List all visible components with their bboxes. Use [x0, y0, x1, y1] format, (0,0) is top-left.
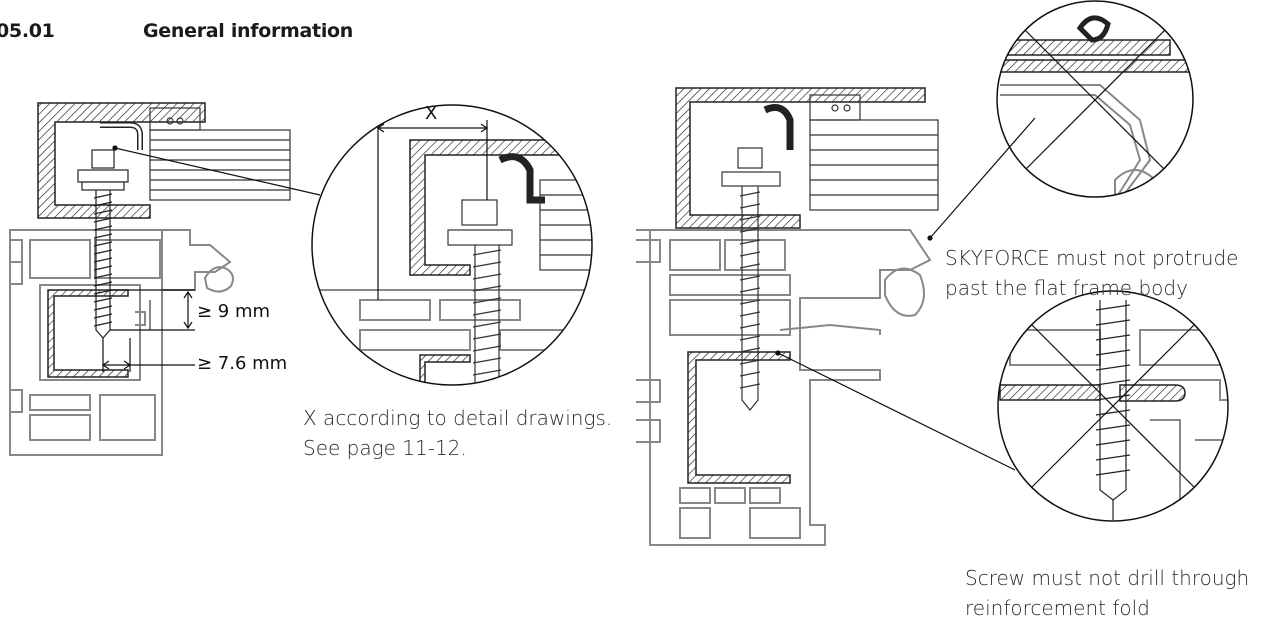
caption-drill: Screw must not drill through reinforceme… — [965, 563, 1249, 623]
caption-drill-line1: Screw must not drill through — [965, 566, 1250, 590]
section-title: General information — [143, 20, 354, 42]
left-detail-drawing — [9, 102, 321, 456]
dimension-label-x: X — [425, 103, 438, 124]
detail-circle-protrude — [996, 0, 1194, 198]
section-number: 05.01 — [0, 20, 55, 42]
caption-protrude-line2: past the flat frame body — [945, 276, 1188, 300]
caption-x-note: X according to detail drawings. See page… — [303, 403, 612, 463]
caption-protrude-line1: SKYFORCE must not protrude — [945, 246, 1239, 270]
dimension-label-7-6mm: ≥ 7.6 mm — [197, 353, 288, 374]
dimension-label-9mm: ≥ 9 mm — [197, 301, 271, 322]
caption-x-note-line1: X according to detail drawings. — [303, 406, 613, 430]
detail-circle-drill — [997, 290, 1229, 522]
caption-x-note-line2: See page 11-12. — [303, 436, 467, 460]
center-detail-drawing — [636, 87, 1036, 546]
detail-circle-x — [311, 104, 593, 386]
caption-protrude: SKYFORCE must not protrude past the flat… — [945, 243, 1238, 303]
caption-drill-line2: reinforcement fold — [965, 596, 1150, 620]
